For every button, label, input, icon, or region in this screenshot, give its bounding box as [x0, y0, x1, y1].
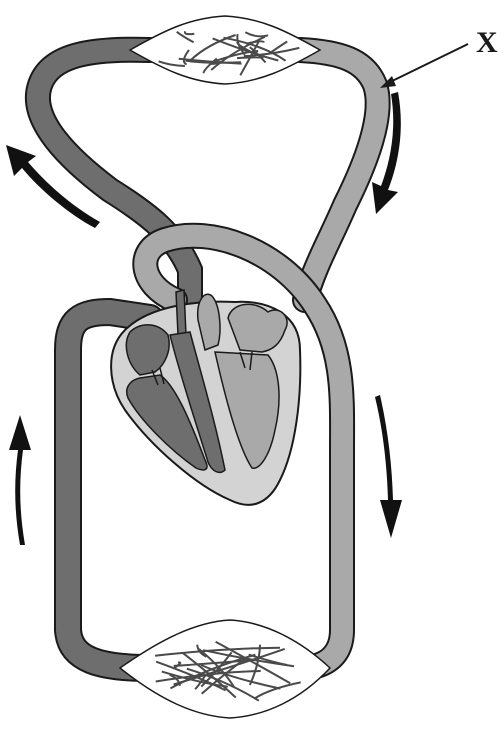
heart: [111, 290, 300, 505]
label-x-pointer-line: [386, 44, 468, 84]
label-x: X: [476, 26, 498, 59]
pulmonary-circuit: [38, 50, 378, 330]
pulmonary-artery-stub: [176, 290, 186, 335]
vessel-x-light-fill: [300, 50, 378, 300]
flow-arrow-left-icon: [9, 415, 31, 545]
label-x-group: X: [380, 26, 498, 88]
capillary-bed-top: [130, 16, 320, 84]
flow-arrow-right-icon: [375, 395, 402, 538]
capillary-bed-bottom: [120, 620, 330, 718]
